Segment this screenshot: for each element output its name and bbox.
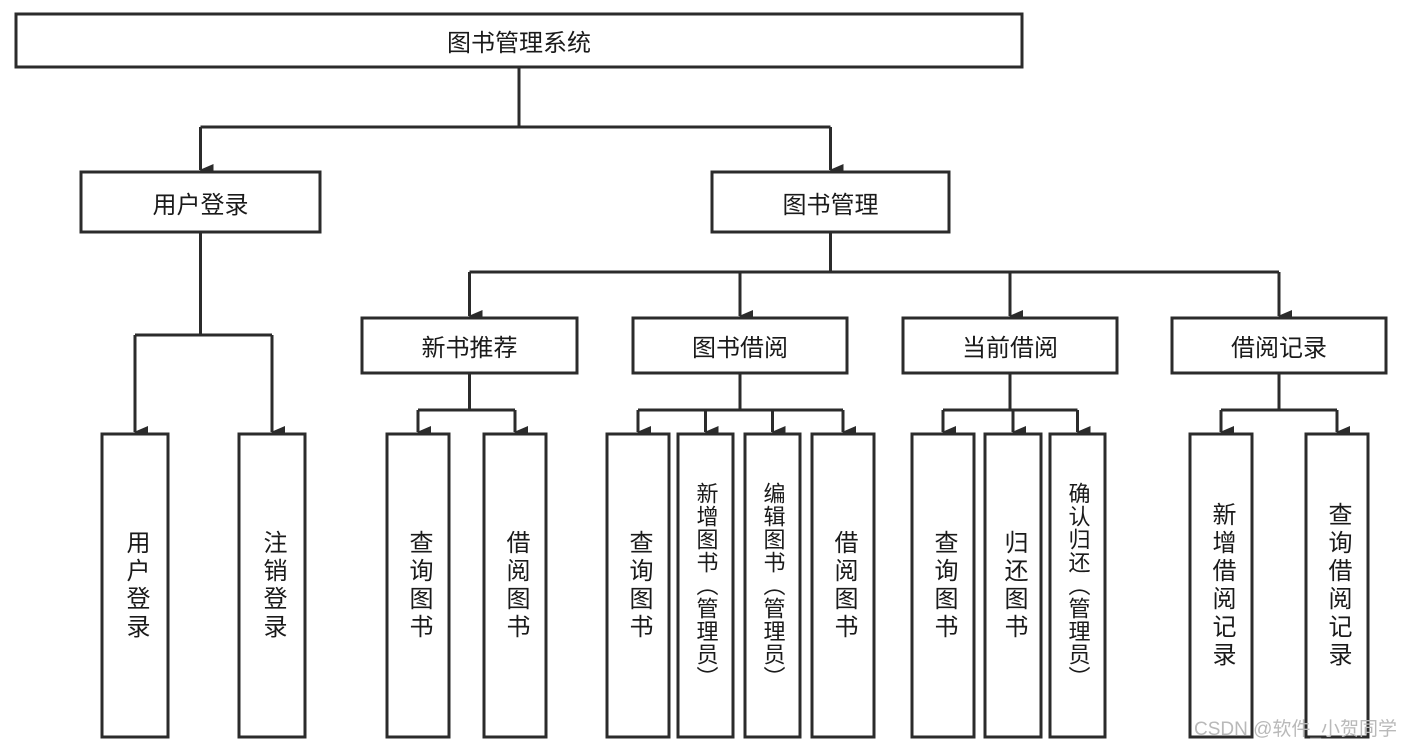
- node-box-leaf-10[interactable]: [1048, 432, 1107, 739]
- node-box-level3-1[interactable]: [631, 316, 849, 375]
- node-box-leaf-4[interactable]: [605, 432, 671, 739]
- node-box-leaf-12[interactable]: [1304, 432, 1370, 739]
- node-box-leaf-7[interactable]: [810, 432, 876, 739]
- node-box-leaf-5[interactable]: [676, 432, 735, 739]
- connector-layer: [133, 67, 1350, 438]
- node-box-leaf-9[interactable]: [983, 432, 1043, 739]
- node-box-root[interactable]: [14, 12, 1024, 69]
- node-box-leaf-2[interactable]: [385, 432, 451, 739]
- node-box-leaf-8[interactable]: [910, 432, 976, 739]
- node-box-leaf-0[interactable]: [100, 432, 170, 739]
- node-box-leaf-3[interactable]: [482, 432, 548, 739]
- node-box-level2-1[interactable]: [710, 170, 951, 234]
- node-box-leaf-11[interactable]: [1188, 432, 1254, 739]
- node-box-level3-0[interactable]: [360, 316, 579, 375]
- node-box-layer: [14, 12, 1388, 739]
- node-box-level3-2[interactable]: [901, 316, 1119, 375]
- node-box-level3-3[interactable]: [1170, 316, 1388, 375]
- node-box-level2-0[interactable]: [79, 170, 322, 234]
- node-box-leaf-6[interactable]: [743, 432, 802, 739]
- node-box-leaf-1[interactable]: [237, 432, 307, 739]
